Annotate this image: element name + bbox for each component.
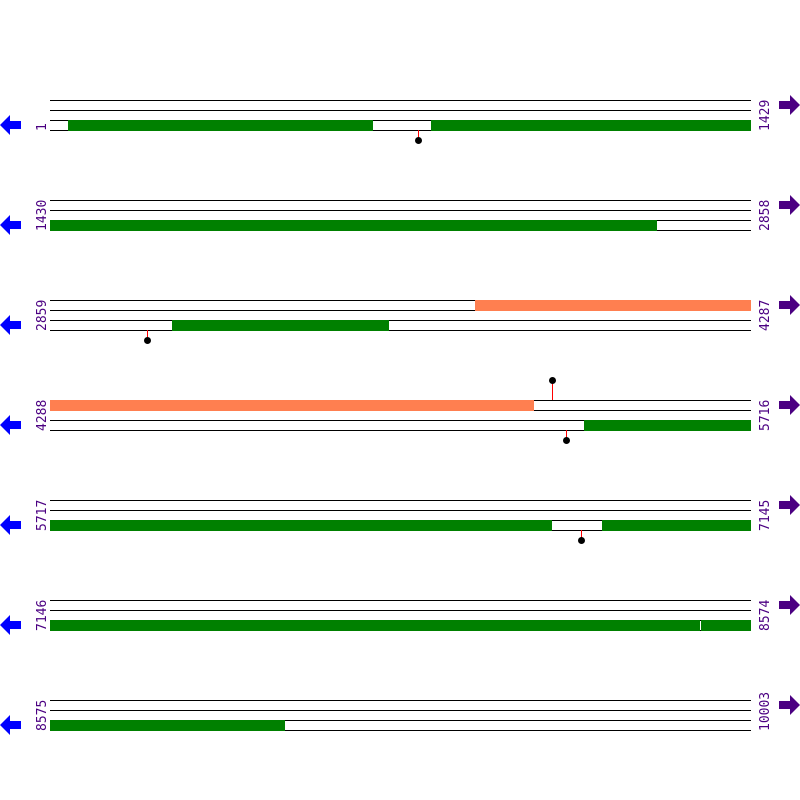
cds-feature[interactable]	[701, 620, 751, 631]
start-position-label: 5717	[35, 499, 50, 531]
end-position-label: 7145	[758, 499, 773, 531]
start-position-label: 8575	[35, 699, 50, 731]
left-arrow-icon[interactable]	[0, 515, 22, 539]
track-line	[50, 430, 751, 431]
track-line	[50, 710, 751, 711]
variant-stem	[581, 530, 582, 540]
right-arrow-icon[interactable]	[779, 195, 800, 219]
cds-feature[interactable]	[50, 720, 285, 731]
right-arrow-icon[interactable]	[779, 495, 800, 519]
right-arrow-icon[interactable]	[779, 695, 800, 719]
variant-marker-icon[interactable]	[563, 437, 570, 444]
right-arrow-icon[interactable]	[779, 295, 800, 319]
track-line	[50, 420, 751, 421]
utr-feature[interactable]	[50, 400, 534, 411]
variant-stem	[566, 430, 567, 440]
cds-feature[interactable]	[50, 220, 657, 231]
cds-feature[interactable]	[68, 120, 373, 131]
left-arrow-icon[interactable]	[0, 715, 22, 739]
variant-marker-icon[interactable]	[578, 537, 585, 544]
track-line	[50, 200, 751, 201]
variant-stem	[552, 380, 553, 400]
track-line	[50, 610, 751, 611]
track-line	[50, 110, 751, 111]
start-position-label: 2859	[35, 299, 50, 331]
variant-marker-icon[interactable]	[549, 377, 556, 384]
track-line	[50, 120, 751, 121]
track-line	[50, 130, 751, 131]
track-line	[50, 300, 751, 301]
end-position-label: 10003	[758, 691, 773, 731]
cds-feature[interactable]	[50, 620, 700, 631]
end-position-label: 5716	[758, 399, 773, 431]
track-line	[50, 210, 751, 211]
track-line	[50, 330, 751, 331]
variant-stem	[147, 330, 148, 340]
variant-marker-icon[interactable]	[144, 337, 151, 344]
track-line	[50, 500, 751, 501]
cds-feature[interactable]	[584, 420, 751, 431]
start-position-label: 1430	[35, 199, 50, 231]
cds-feature[interactable]	[602, 520, 751, 531]
track-line	[50, 600, 751, 601]
track-line	[50, 720, 751, 721]
cds-feature[interactable]	[172, 320, 389, 331]
right-arrow-icon[interactable]	[779, 95, 800, 119]
track-line	[50, 730, 751, 731]
left-arrow-icon[interactable]	[0, 215, 22, 239]
cds-feature[interactable]	[50, 520, 552, 531]
track-line	[50, 310, 751, 311]
track-line	[50, 700, 751, 701]
left-arrow-icon[interactable]	[0, 115, 22, 139]
end-position-label: 8574	[758, 599, 773, 631]
right-arrow-icon[interactable]	[779, 595, 800, 619]
right-arrow-icon[interactable]	[779, 395, 800, 419]
track-line	[50, 510, 751, 511]
start-position-label: 7146	[35, 599, 50, 631]
utr-feature[interactable]	[475, 300, 751, 311]
end-position-label: 2858	[758, 199, 773, 231]
end-position-label: 4287	[758, 299, 773, 331]
left-arrow-icon[interactable]	[0, 615, 22, 639]
start-position-label: 1	[35, 123, 50, 131]
end-position-label: 1429	[758, 99, 773, 131]
cds-feature[interactable]	[431, 120, 751, 131]
left-arrow-icon[interactable]	[0, 415, 22, 439]
left-arrow-icon[interactable]	[0, 315, 22, 339]
track-line	[50, 100, 751, 101]
track-line	[50, 320, 751, 321]
start-position-label: 4288	[35, 399, 50, 431]
variant-stem	[418, 130, 419, 140]
variant-marker-icon[interactable]	[415, 137, 422, 144]
